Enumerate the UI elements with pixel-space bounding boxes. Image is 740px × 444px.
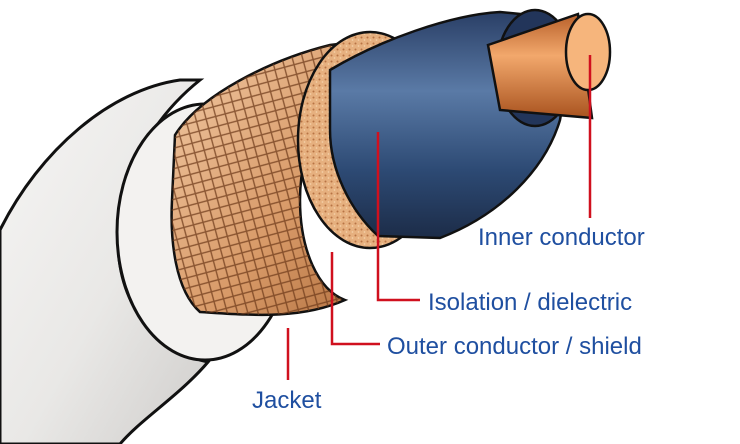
label-jacket: Jacket [252, 387, 322, 414]
inner-conductor-tip [564, 12, 612, 92]
label-inner-conductor: Inner conductor [478, 224, 645, 251]
label-isolation-dielectric: Isolation / dielectric [428, 289, 633, 316]
leader-isolation [376, 132, 420, 302]
label-outer-conductor-shield: Outer conductor / shield [387, 333, 642, 360]
shield-braid-mesh [171, 40, 372, 315]
leader-outer-conductor [330, 252, 380, 346]
